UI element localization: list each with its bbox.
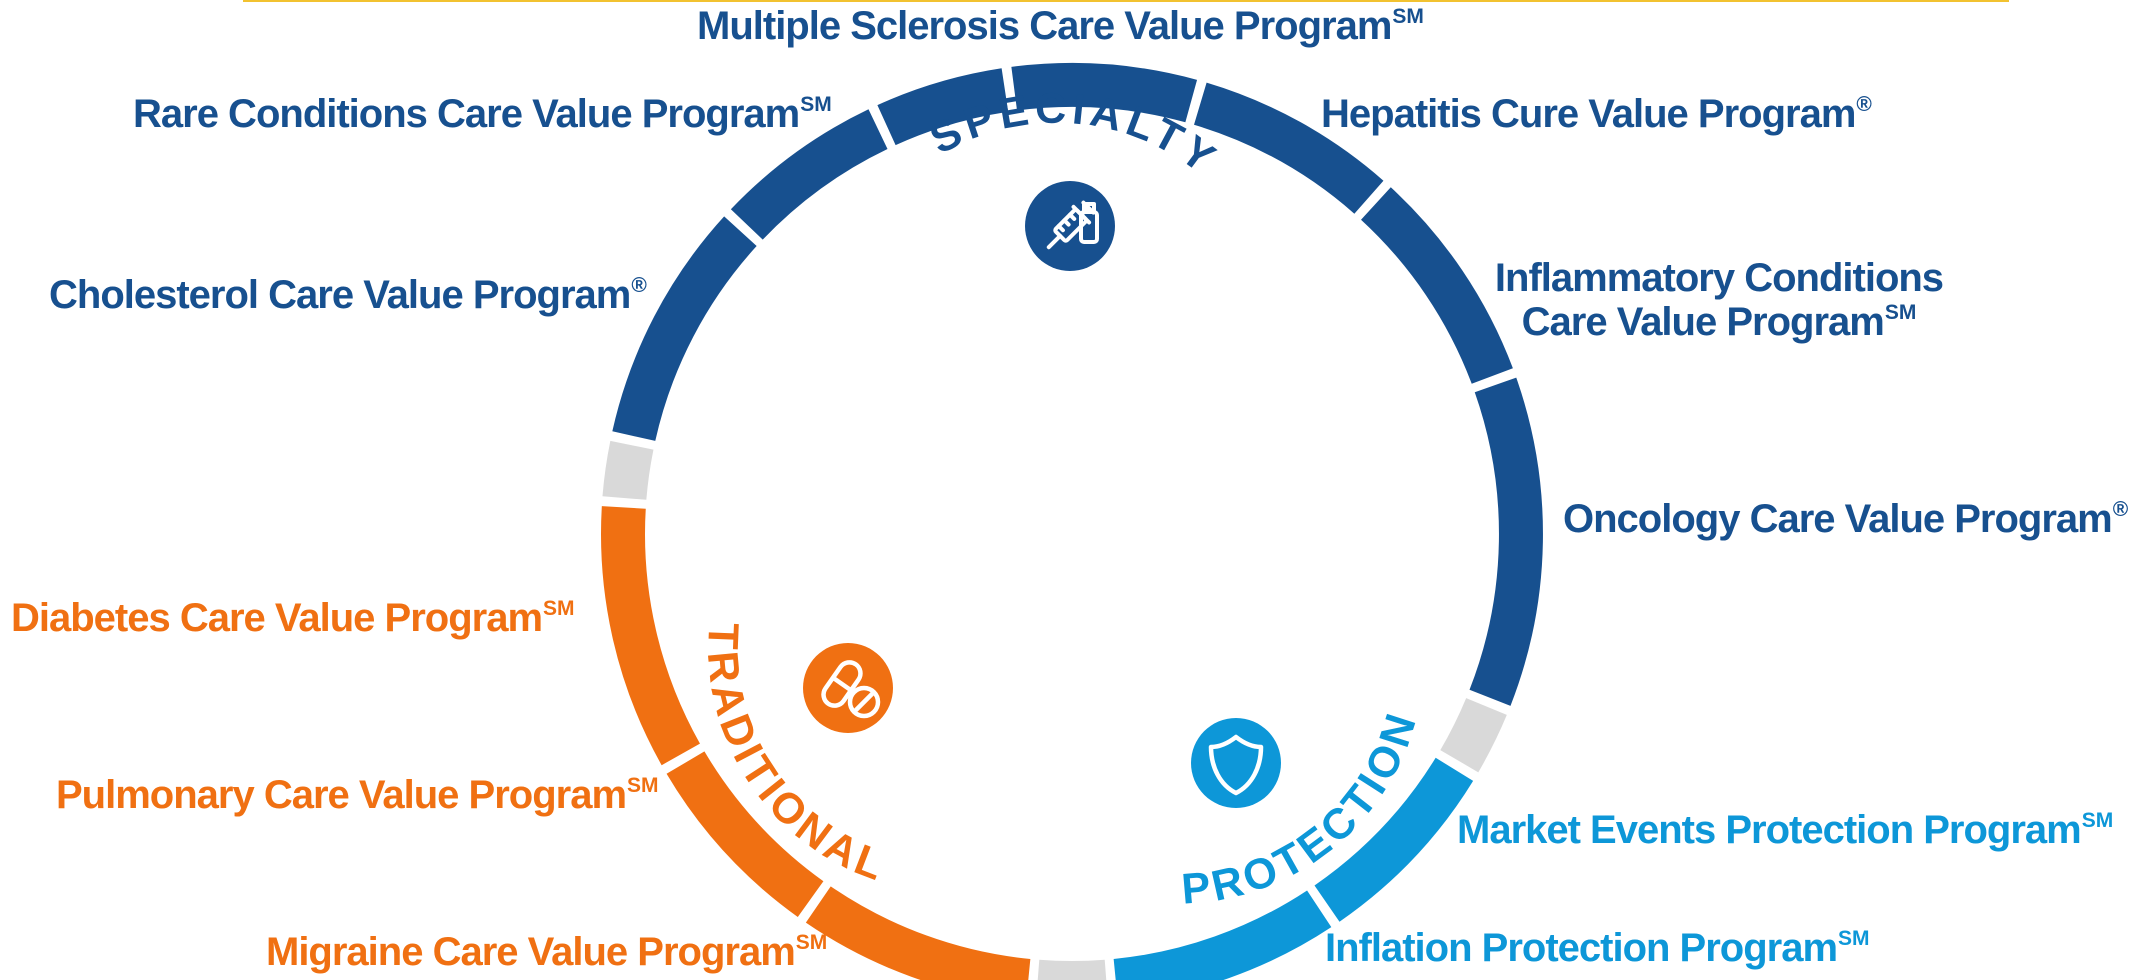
ring-segment-gap-right bbox=[1440, 697, 1507, 773]
program-inflation: Inflation Protection ProgramSM bbox=[1325, 926, 1870, 970]
ring-segment-gap-left bbox=[602, 440, 654, 501]
program-migraine: Migraine Care Value ProgramSM bbox=[266, 930, 828, 974]
ring-segment-inflation bbox=[1113, 890, 1332, 980]
program-rare-conditions: Rare Conditions Care Value ProgramSM bbox=[133, 92, 832, 136]
ring-segment-market-events bbox=[1314, 757, 1474, 922]
ring-segment-migraine bbox=[805, 886, 1031, 980]
ring-segments bbox=[601, 63, 1543, 980]
program-pulmonary: Pulmonary Care Value ProgramSM bbox=[56, 773, 659, 817]
pills-icon bbox=[803, 643, 893, 733]
program-inflammatory-conditions: Inflammatory Conditions Care Value Progr… bbox=[1494, 256, 1944, 344]
ring-segment-diabetes bbox=[601, 506, 701, 766]
top-rule bbox=[243, 0, 2009, 2]
ring-segment-rare-conditions bbox=[877, 68, 1009, 146]
ring-segment-inflammatory bbox=[1360, 187, 1513, 384]
program-market-events: Market Events Protection ProgramSM bbox=[1457, 808, 2114, 852]
program-multiple-sclerosis: Multiple Sclerosis Care Value ProgramSM bbox=[697, 4, 1424, 48]
ring-segment-cholesterol bbox=[612, 216, 757, 442]
ring-segment-hepatitis bbox=[1193, 82, 1384, 214]
ring-segment-oncology bbox=[1469, 377, 1543, 706]
ring-segment-pulmonary bbox=[666, 751, 824, 917]
ring-segment-multiple-sclerosis bbox=[1011, 63, 1198, 123]
program-oncology: Oncology Care Value Program® bbox=[1563, 497, 2129, 541]
ring-segment-rare-conditions-lower bbox=[730, 109, 888, 240]
shield-icon bbox=[1191, 718, 1281, 808]
program-hepatitis: Hepatitis Cure Value Program® bbox=[1321, 92, 1872, 136]
syringe-vial-icon bbox=[1025, 181, 1115, 271]
program-diabetes: Diabetes Care Value ProgramSM bbox=[11, 596, 575, 640]
program-cholesterol: Cholesterol Care Value Program® bbox=[49, 273, 647, 317]
